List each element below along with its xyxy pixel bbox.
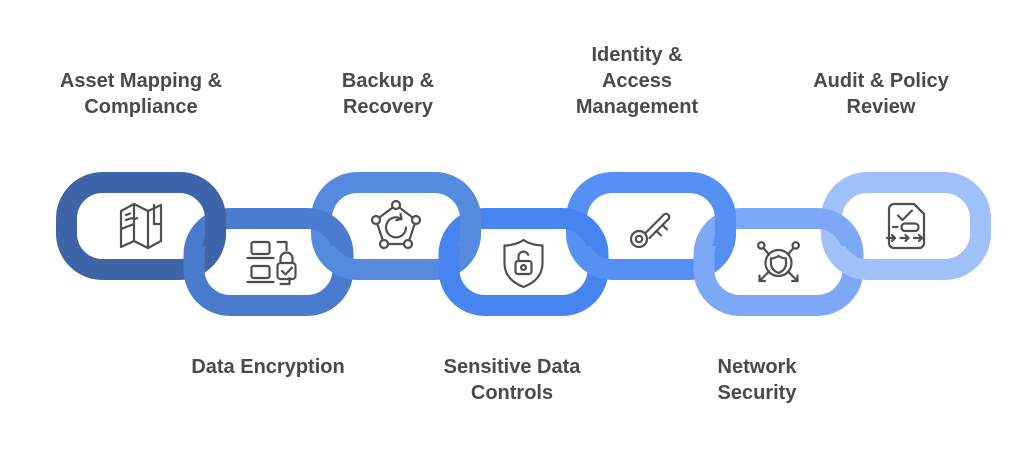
label-sensitive-data-controls: Sensitive Data Controls: [443, 356, 581, 404]
label-identity-access-management: Identity & Access Management: [575, 44, 699, 118]
chain-weave-patch: [693, 172, 736, 246]
laptops-lock-icon: [246, 240, 297, 286]
chain-link-map: [183, 172, 226, 246]
chain-link-key: [693, 172, 736, 246]
label-data-encryption: Data Encryption: [191, 356, 345, 378]
network-shield-icon: [756, 241, 801, 283]
label-asset-mapping-compliance: Asset Mapping & Compliance: [59, 70, 223, 118]
chain-link-pentagon-restore: [438, 172, 481, 246]
label-audit-policy-review: Audit & Policy Review: [813, 70, 949, 118]
chain-weave-patch: [183, 172, 226, 246]
map-icon: [119, 202, 163, 250]
pentagon-restore-icon: [370, 199, 422, 250]
shield-lock-icon: [503, 238, 544, 289]
label-backup-recovery: Backup & Recovery: [341, 70, 435, 118]
chain-weave-patch: [438, 172, 481, 246]
audit-document-icon: [885, 202, 926, 250]
label-network-security: Network Security: [717, 356, 797, 404]
key-icon: [629, 212, 671, 249]
chain-link-audit-document: [821, 172, 991, 280]
